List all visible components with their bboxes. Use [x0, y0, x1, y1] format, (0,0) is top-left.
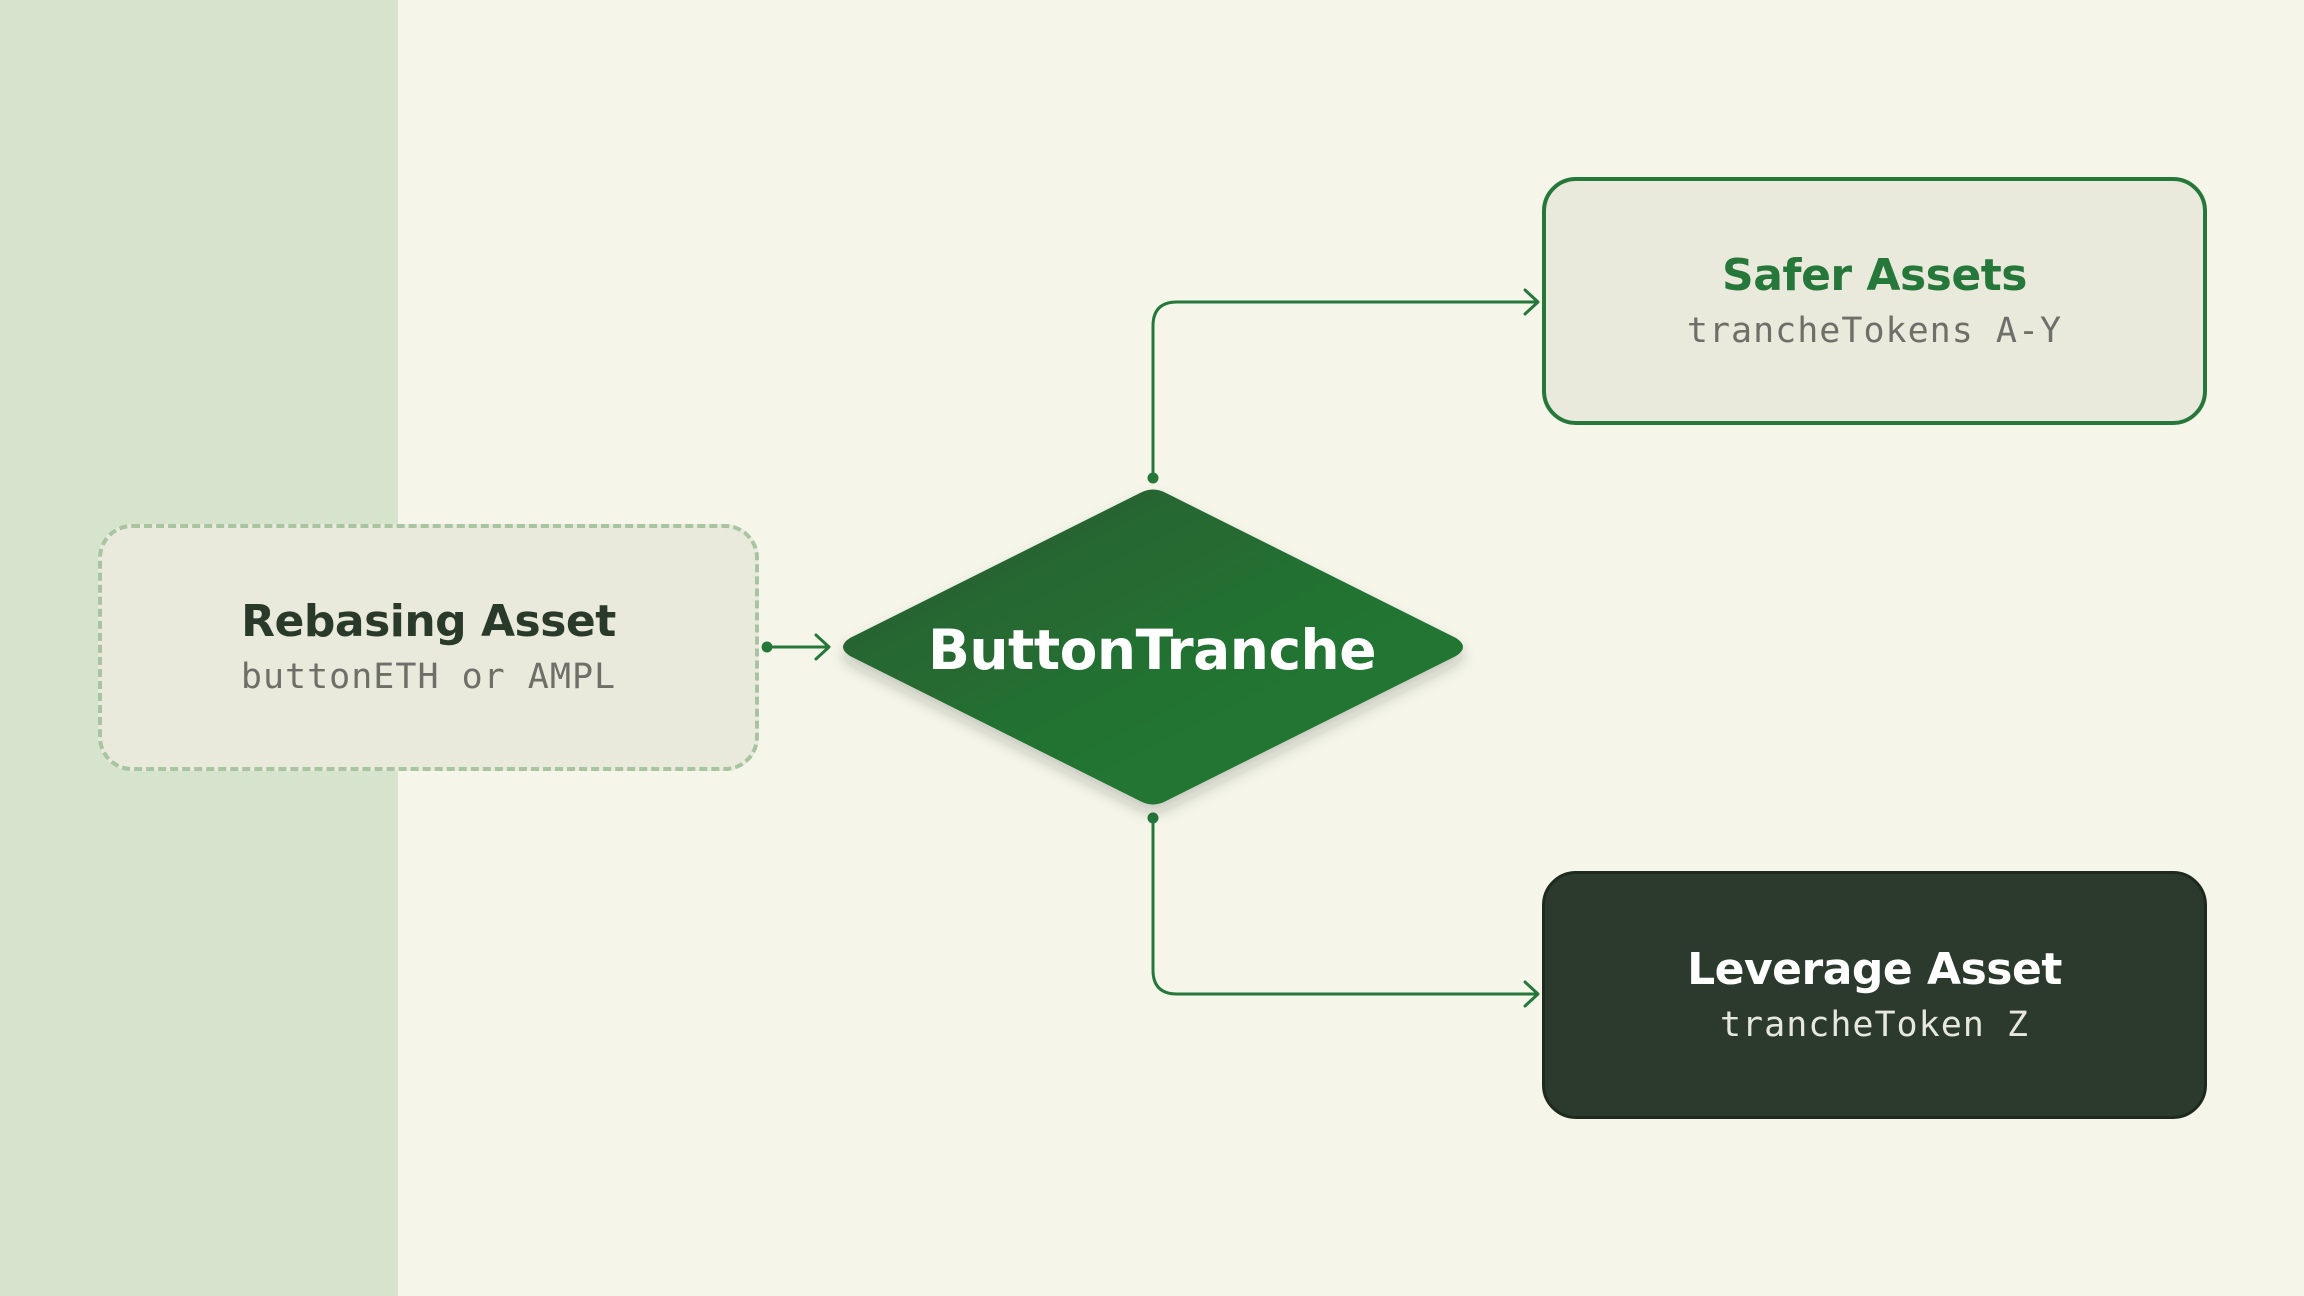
edge-tranche-to-safer — [1147, 288, 1540, 484]
leverage-asset-subtitle: trancheToken Z — [1719, 1004, 2029, 1045]
rebasing-asset-subtitle: buttonETH or AMPL — [240, 657, 617, 698]
safer-assets-subtitle: trancheTokens A-Y — [1686, 310, 2063, 351]
rebasing-asset-title: Rebasing Asset — [241, 596, 616, 648]
button-tranche-label: ButtonTranche — [927, 618, 1377, 682]
rebasing-asset-node: Rebasing Asset buttonETH or AMPL — [98, 524, 759, 771]
edge-tranche-to-leverage — [1147, 812, 1540, 1008]
leverage-asset-title: Leverage Asset — [1687, 943, 2062, 995]
safer-assets-node: Safer Assets trancheTokens A-Y — [1542, 177, 2207, 425]
edge-rebasing-to-tranche — [761, 633, 831, 661]
safer-assets-title: Safer Assets — [1722, 249, 2027, 301]
leverage-asset-node: Leverage Asset trancheToken Z — [1542, 871, 2207, 1119]
tranche-diamond — [843, 489, 1463, 805]
